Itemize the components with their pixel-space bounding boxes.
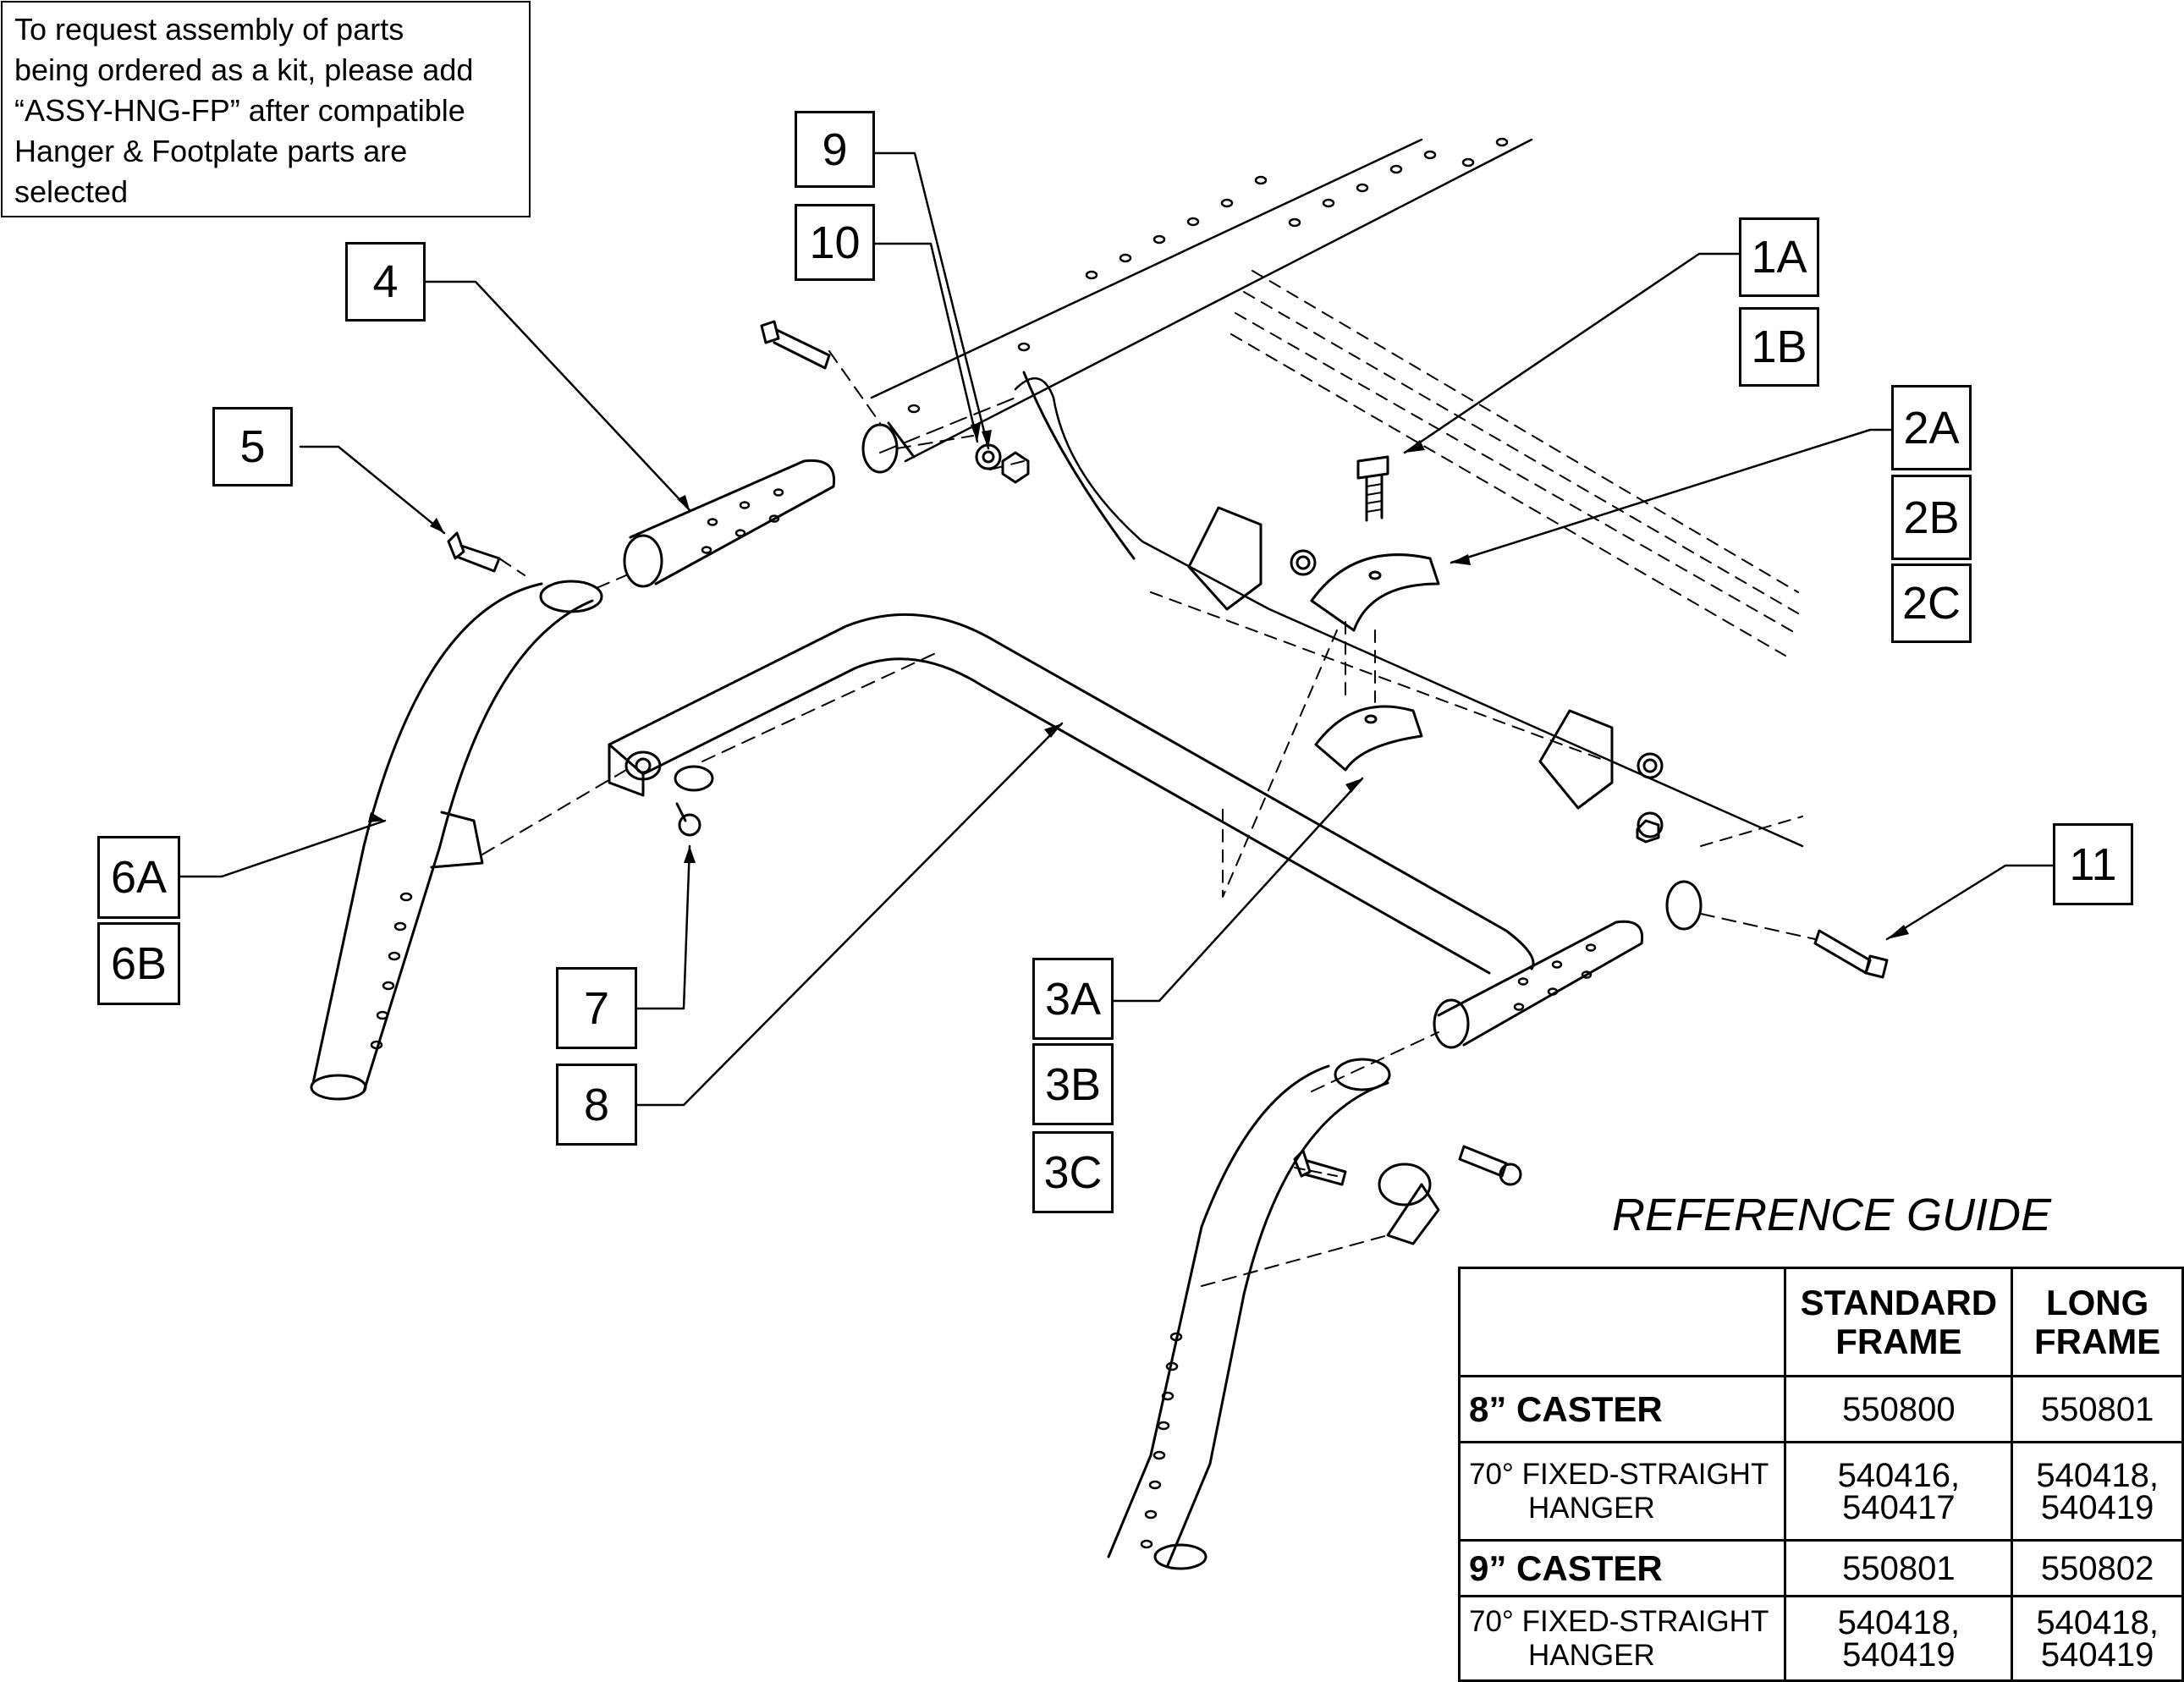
- callout-10: 10: [795, 204, 875, 281]
- part-number: 540418,: [2036, 1603, 2159, 1641]
- alignment-lines: [481, 350, 1816, 1287]
- callout-5: 5: [212, 407, 293, 486]
- note-line: being ordered as a kit, please add: [14, 52, 474, 87]
- note-line: Hanger & Footplate parts are: [14, 134, 408, 168]
- row-label-line: HANGER: [1528, 1491, 1655, 1525]
- table-header-row: STANDARD FRAME LONG FRAME: [1457, 1267, 2184, 1377]
- assembly-note: To request assembly of parts being order…: [1, 1, 531, 217]
- callout-11: 11: [2053, 823, 2133, 905]
- col-header-line: STANDARD: [1800, 1282, 1998, 1322]
- extension-tube-right: [1433, 920, 1644, 1049]
- part-number: 540416,: [1837, 1456, 1961, 1494]
- col-header-long-frame: LONG FRAME: [2011, 1267, 2184, 1377]
- callout-1a: 1A: [1739, 217, 1819, 297]
- part-number: 540417: [1842, 1488, 1956, 1526]
- standard-frame-value: 550801: [1784, 1539, 2014, 1597]
- row-label: 9” CASTER: [1457, 1539, 1787, 1597]
- long-frame-value: 540418, 540419: [2011, 1441, 2184, 1542]
- long-frame-value: 540418, 540419: [2011, 1595, 2184, 1682]
- standard-frame-value: 550800: [1784, 1375, 2014, 1443]
- part-number: 540419: [1842, 1635, 1956, 1674]
- callout-2a: 2A: [1891, 385, 1972, 470]
- clamp-lower-half: [1222, 621, 1423, 898]
- screw-part-7: [675, 802, 701, 837]
- long-frame-value: 550801: [2011, 1375, 2184, 1443]
- row-label-line: 70° FIXED-STRAIGHT: [1469, 1457, 1769, 1491]
- row-label: 8” CASTER: [1457, 1375, 1787, 1443]
- col-header-line: FRAME: [1835, 1321, 1962, 1361]
- top-bolt-washer-nut: [760, 320, 1030, 484]
- callout-6a: 6A: [97, 836, 180, 919]
- callout-2c: 2C: [1891, 563, 1972, 643]
- col-header-standard-frame: STANDARD FRAME: [1784, 1267, 2014, 1377]
- note-line: “ASSY-HNG-FP” after compatible: [14, 93, 465, 128]
- part-number: 540418,: [2036, 1456, 2159, 1494]
- table-row: 9” CASTER 550801 550802: [1457, 1539, 2184, 1597]
- callout-9: 9: [795, 111, 875, 188]
- leader-arrowheads: [368, 423, 1909, 939]
- long-frame-value: 550802: [2011, 1539, 2184, 1597]
- callout-1b: 1B: [1739, 307, 1819, 387]
- callout-8: 8: [556, 1064, 637, 1146]
- reference-guide-table: STANDARD FRAME LONG FRAME 8” CASTER 5508…: [1457, 1267, 2184, 1682]
- callout-3c: 3C: [1032, 1131, 1114, 1213]
- part-number: 540418,: [1837, 1603, 1961, 1641]
- clamp-upper-half: [1310, 553, 1440, 632]
- standard-frame-value: 540418, 540419: [1784, 1595, 2014, 1682]
- callout-4: 4: [345, 242, 426, 322]
- arm-tube-part-8: [608, 613, 1535, 975]
- callout-6b: 6B: [97, 922, 180, 1005]
- callout-7: 7: [556, 967, 637, 1049]
- row-label: 70° FIXED-STRAIGHT HANGER: [1457, 1595, 1787, 1682]
- left-hanger-part-6: [310, 580, 603, 1101]
- hanger-pivot-bolts: [1293, 1145, 1522, 1186]
- row-label-line: 70° FIXED-STRAIGHT: [1469, 1604, 1769, 1638]
- row-label: 70° FIXED-STRAIGHT HANGER: [1457, 1441, 1787, 1542]
- bolt-part-5: [447, 531, 501, 573]
- table-corner-cell: [1457, 1267, 1787, 1377]
- note-line: To request assembly of parts: [14, 12, 404, 47]
- col-header-line: FRAME: [2033, 1321, 2161, 1361]
- screw-part-1: [1356, 455, 1389, 522]
- reference-guide-title: REFERENCE GUIDE: [1612, 1190, 2052, 1240]
- lower-frame-tube: [879, 371, 1804, 848]
- extension-tube-part-4: [623, 459, 836, 588]
- standard-frame-value: 540416, 540417: [1784, 1441, 2014, 1542]
- right-hanger: [1107, 1058, 1440, 1570]
- seat-frame-rail: [870, 137, 1799, 657]
- row-label-line: HANGER: [1528, 1638, 1655, 1672]
- col-header-line: LONG: [2045, 1282, 2149, 1322]
- table-row: 8” CASTER 550800 550801: [1457, 1375, 2184, 1443]
- part-number: 540419: [2040, 1488, 2154, 1526]
- note-line: selected: [14, 174, 129, 209]
- part-number: 540419: [2040, 1635, 2154, 1674]
- table-row: 70° FIXED-STRAIGHT HANGER 540418, 540419…: [1457, 1595, 2184, 1682]
- hanger-receiver-brackets: [1187, 506, 1664, 810]
- callout-2b: 2B: [1891, 475, 1972, 560]
- callout-3b: 3B: [1032, 1043, 1114, 1125]
- table-row: 70° FIXED-STRAIGHT HANGER 540416, 540417…: [1457, 1441, 2184, 1542]
- callout-3a: 3A: [1032, 958, 1114, 1040]
- bolt-part-11: [1636, 811, 1889, 979]
